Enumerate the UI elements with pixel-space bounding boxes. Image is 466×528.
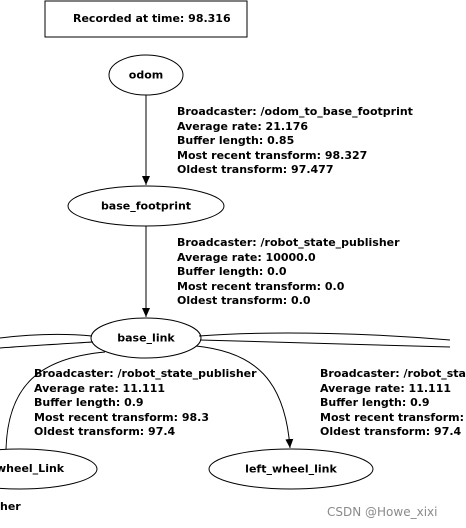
oldest-text: Oldest transform: 97.477 [177, 163, 334, 176]
most-recent-text: Most recent transform: 98.327 [177, 148, 368, 162]
oldest-text: Oldest transform: 97.4 [320, 425, 462, 438]
buffer-length-text: Buffer length: 0.0 [177, 265, 287, 278]
most-recent-text: Most recent transform: 0.0 [177, 279, 345, 293]
broadcaster-text: Broadcaster: /odom_to_base_footprint [177, 105, 413, 118]
buffer-length-text: Buffer length: 0.85 [177, 134, 295, 147]
broadcaster-text: Broadcaster: /robot_sta [320, 367, 466, 380]
node-base-footprint-label: base_footprint [100, 199, 192, 213]
node-left-wheel-link-label: left_wheel_link [245, 462, 337, 476]
tf-tree-graph [0, 0, 451, 490]
average-rate-text: Average rate: 11.111 [34, 381, 166, 395]
edge-base-link-offscreen-left-2 [0, 341, 94, 349]
node-base-link [90, 317, 202, 359]
buffer-length-text: Buffer length: 0.9 [34, 396, 144, 409]
most-recent-text: Most recent transform: 98.3 [34, 410, 210, 424]
edge-base-link-offscreen-left-1 [0, 334, 93, 339]
node-base-link-label: base_link [117, 331, 175, 345]
oldest-text: Oldest transform: 0.0 [177, 294, 311, 307]
node-odom-label: odom [128, 68, 164, 82]
edge-base-link-to-left-wheel [195, 345, 294, 449]
watermark-text: CSDN @Howe_xixi [327, 505, 438, 519]
edge-base-link-offscreen-right-1 [198, 332, 451, 341]
broadcaster-text: Broadcaster: /robot_state_publisher [34, 367, 257, 380]
node-right-wheel-link [0, 448, 98, 490]
buffer-length-text: Buffer length: 0.9 [320, 396, 430, 409]
node-right-wheel-link-label: wheel_Link [0, 462, 65, 475]
edge-base-link-offscreen-right-2 [199, 339, 451, 348]
average-rate-text: Average rate: 21.176 [177, 119, 309, 133]
recorded-time-label: Recorded at time: 98.316 [73, 12, 231, 25]
bottom-partial-text: her [0, 500, 21, 513]
average-rate-text: Average rate: 11.111 [320, 381, 452, 395]
recorded-time-box [44, 0, 248, 38]
edge-base-link-to-right-wheel [5, 351, 106, 450]
most-recent-text: Most recent transform: [320, 410, 465, 424]
oldest-text: Oldest transform: 97.4 [34, 425, 176, 438]
node-left-wheel-link [208, 448, 374, 490]
average-rate-text: Average rate: 10000.0 [177, 250, 316, 264]
broadcaster-text: Broadcaster: /robot_state_publisher [177, 236, 400, 249]
